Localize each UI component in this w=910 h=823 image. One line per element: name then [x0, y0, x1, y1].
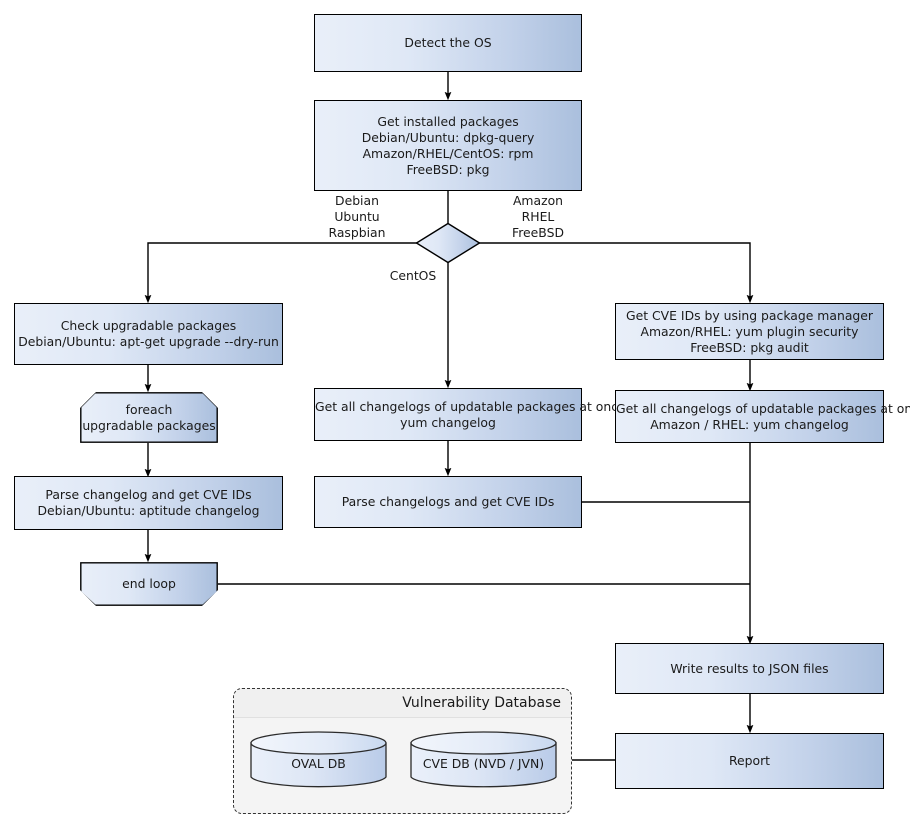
edge-label-left-branch: Debian Ubuntu Raspbian [328, 193, 386, 240]
cylinder-shape [250, 731, 387, 789]
node-parse-changelogs-center-label: Parse changelogs and get CVE IDs [341, 494, 555, 509]
node-write-results[interactable]: Write results to JSON files [615, 643, 884, 694]
node-get-changelogs-center[interactable]: Get all changelogs of updatable packages… [314, 388, 626, 441]
database-cve-db-label: CVE DB (NVD / JVN) [422, 756, 545, 771]
node-get-installed-packages[interactable]: Get installed packages Debian/Ubuntu: dp… [314, 100, 582, 191]
node-end-loop[interactable]: end loop [80, 562, 218, 606]
vulnerability-database-title: Vulnerability Database [234, 689, 571, 718]
node-foreach-loop[interactable]: foreach upgradable packages [80, 392, 218, 443]
node-get-installed-packages-label: Get installed packages Debian/Ubuntu: dp… [361, 113, 535, 177]
node-parse-changelog-left[interactable]: Parse changelog and get CVE IDs Debian/U… [14, 476, 283, 530]
node-get-changelogs-right[interactable]: Get all changelogs of updatable packages… [615, 390, 910, 443]
node-get-changelogs-right-label: Get all changelogs of updatable packages… [616, 400, 910, 432]
node-detect-os-label: Detect the OS [404, 35, 492, 50]
database-oval-db[interactable]: OVAL DB [250, 731, 387, 789]
node-os-decision[interactable] [415, 222, 481, 264]
node-report[interactable]: Report [615, 733, 884, 789]
edge-label-right-branch: Amazon RHEL FreeBSD [512, 193, 564, 240]
node-parse-changelog-left-label: Parse changelog and get CVE IDs Debian/U… [37, 487, 260, 518]
database-cve-db[interactable]: CVE DB (NVD / JVN) [410, 731, 557, 789]
node-get-cve-ids-right[interactable]: Get CVE IDs by using package manager Ama… [615, 303, 884, 360]
node-parse-changelogs-center[interactable]: Parse changelogs and get CVE IDs [314, 476, 582, 528]
node-detect-os[interactable]: Detect the OS [314, 14, 582, 72]
node-check-upgradable-packages-label: Check upgradable packages Debian/Ubuntu:… [18, 318, 279, 349]
edge-label-center-branch: CentOS [389, 268, 437, 283]
node-get-cve-ids-right-label: Get CVE IDs by using package manager Ama… [626, 307, 873, 355]
node-end-loop-label: end loop [122, 576, 176, 591]
cylinder-shape [410, 731, 557, 789]
node-write-results-label: Write results to JSON files [670, 660, 829, 676]
database-oval-db-label: OVAL DB [291, 756, 346, 771]
node-check-upgradable-packages[interactable]: Check upgradable packages Debian/Ubuntu:… [14, 303, 283, 365]
node-get-changelogs-center-label: Get all changelogs of updatable packages… [315, 398, 626, 430]
node-foreach-loop-label: foreach upgradable packages [82, 401, 216, 433]
node-report-label: Report [728, 753, 771, 768]
